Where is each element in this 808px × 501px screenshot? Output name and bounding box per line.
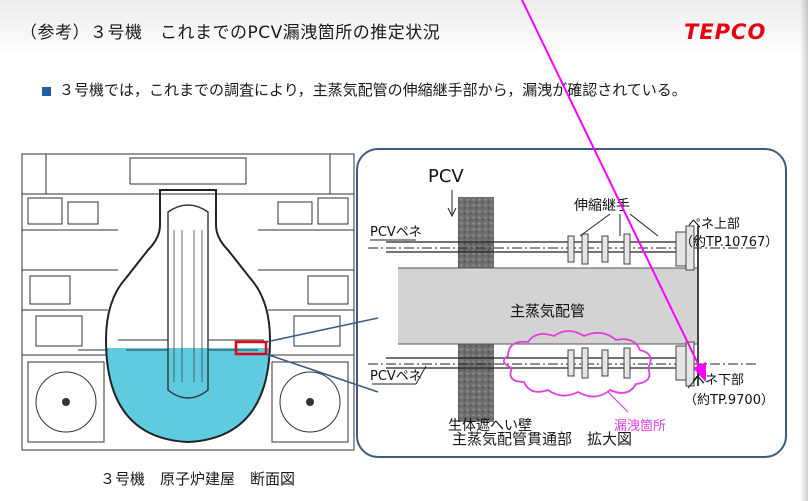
label-pcv-pene-bottom: PCVペネ [370, 369, 422, 384]
bullet-text: ３号機では，これまでの調査により，主蒸気配管の伸縮継手部から，漏洩が確認されてい… [59, 81, 687, 99]
label-pene-top-level: （約TP.10767） [680, 235, 778, 250]
label-leak-point: 漏洩箇所 [614, 418, 666, 434]
label-expansion-joint: 伸縮継手 [574, 198, 630, 214]
label-pcv: PCV [428, 166, 464, 187]
label-pene-bottom-level: （約TP.9700） [684, 393, 774, 408]
label-main-steam-pipe: 主蒸気配管 [510, 302, 585, 320]
slide-edge-shadow [800, 0, 808, 501]
penetration-zoom-drawing: PCV 伸縮継手 PCVペネ ペネ上部 （約TP.10767） 主蒸気配管 ペネ… [368, 166, 778, 434]
caption-zoom: 主蒸気配管貫通部 拡大図 [452, 430, 633, 448]
caption-cross-section: ３号機 原子炉建屋 断面図 [100, 470, 296, 488]
label-pene-top: ペネ上部 [688, 217, 740, 232]
bullet-square-icon [42, 87, 51, 96]
reactor-building-cross-section [21, 153, 355, 451]
label-pene-bottom: ペネ下部 [692, 373, 744, 388]
label-shield-wall: 生体遮へい壁 [448, 418, 532, 434]
zoom-panel: PCV 伸縮継手 PCVペネ ペネ上部 （約TP.10767） 主蒸気配管 ペネ… [356, 148, 787, 458]
page-title: （参考）３号機 これまでのPCV漏洩箇所の推定状況 [20, 23, 441, 43]
tepco-logo: TEPCO [684, 20, 767, 44]
label-pcv-pene-top: PCVペネ [370, 225, 422, 240]
